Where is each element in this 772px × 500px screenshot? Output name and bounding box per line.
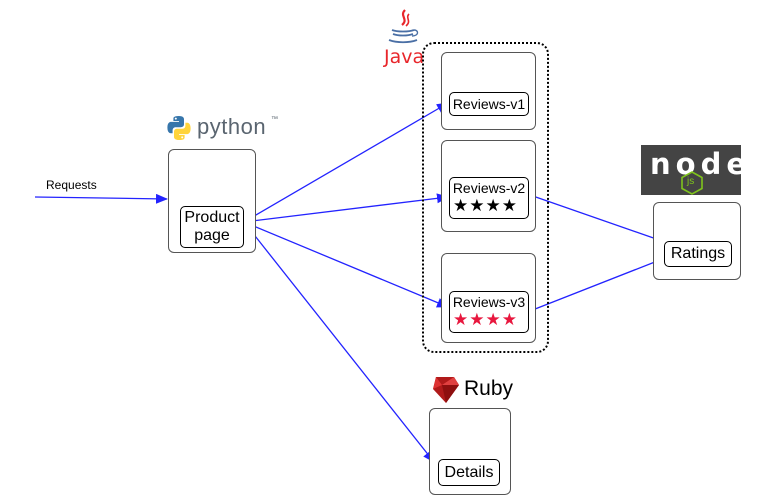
ratings-label: Ratings: [670, 245, 726, 262]
ratings-box[interactable]: Ratings: [664, 241, 732, 267]
python-logo: python ™: [166, 114, 286, 144]
details-label: Details: [444, 464, 494, 481]
ruby-wordmark: Ruby: [464, 377, 514, 400]
java-wordmark: Java: [384, 46, 425, 68]
arrow-requests-to-productpage: [34, 193, 168, 204]
ruby-gem-icon: [433, 377, 459, 403]
python-icon: [167, 116, 191, 140]
reviews-v1-box[interactable]: Reviews-v1: [449, 92, 529, 116]
node-js-mark: js: [687, 176, 695, 187]
reviews-v1-label: Reviews-v1: [452, 96, 526, 112]
reviews-v3-label: Reviews-v3: [452, 294, 526, 310]
arrow-productpage-to-details: [243, 221, 435, 463]
productpage-label-line2: page: [194, 227, 230, 244]
reviews-v2-box[interactable]: Reviews-v2 ★★★★: [449, 177, 529, 219]
python-wordmark: python: [197, 114, 267, 139]
nodejs-logo: node js: [641, 145, 746, 195]
arrow-reviews-v3-to-ratings: [529, 257, 666, 312]
arrow-reviews-v2-to-ratings: [529, 194, 666, 244]
ruby-logo: Ruby: [430, 374, 530, 408]
java-logo: Java: [383, 8, 425, 68]
nodejs-hexagon-icon: [681, 171, 703, 195]
arrow-productpage-to-reviews-v1: [243, 102, 449, 223]
reviews-v1-container: [441, 52, 536, 130]
reviews-v3-box[interactable]: Reviews-v3 ★★★★: [449, 291, 529, 333]
python-trademark: ™: [271, 116, 278, 123]
java-cup-icon: [388, 9, 419, 44]
arrow-productpage-to-reviews-v3: [243, 221, 449, 308]
requests-label: Requests: [46, 178, 97, 192]
reviews-v2-label: Reviews-v2: [452, 180, 526, 196]
arrow-productpage-to-reviews-v2: [243, 193, 449, 223]
productpage-box[interactable]: Product page: [180, 206, 244, 248]
productpage-label-line1: Product: [184, 209, 240, 226]
reviews-v3-stars: ★★★★: [453, 310, 518, 329]
reviews-group: [422, 42, 549, 353]
details-box[interactable]: Details: [438, 459, 500, 486]
reviews-v2-stars: ★★★★: [453, 196, 518, 215]
